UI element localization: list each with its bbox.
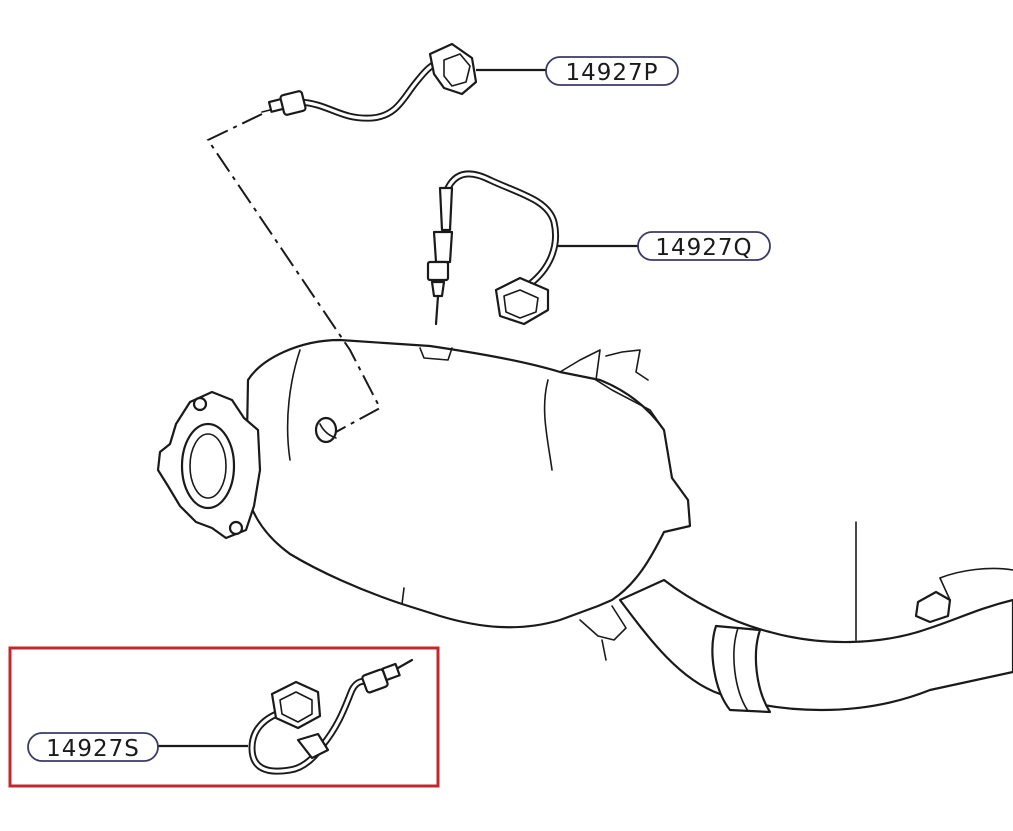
callout-14927s: 14927S — [27, 732, 159, 762]
callout-14927p: 14927P — [545, 56, 679, 86]
callout-14927q: 14927Q — [637, 231, 771, 261]
callout-14927p-text: 14927P — [565, 60, 658, 86]
outlet-pipe — [618, 521, 1013, 714]
catalytic-converter — [244, 338, 692, 661]
callout-14927s-text: 14927S — [46, 736, 140, 762]
sensor-14927p — [261, 42, 548, 122]
highlight-box — [8, 646, 440, 788]
inlet-flange — [156, 390, 262, 540]
sensor-14927s[interactable] — [158, 658, 414, 775]
install-location-leader — [206, 113, 382, 433]
sensor-14927q — [426, 170, 640, 326]
callout-14927q-text: 14927Q — [655, 235, 752, 261]
